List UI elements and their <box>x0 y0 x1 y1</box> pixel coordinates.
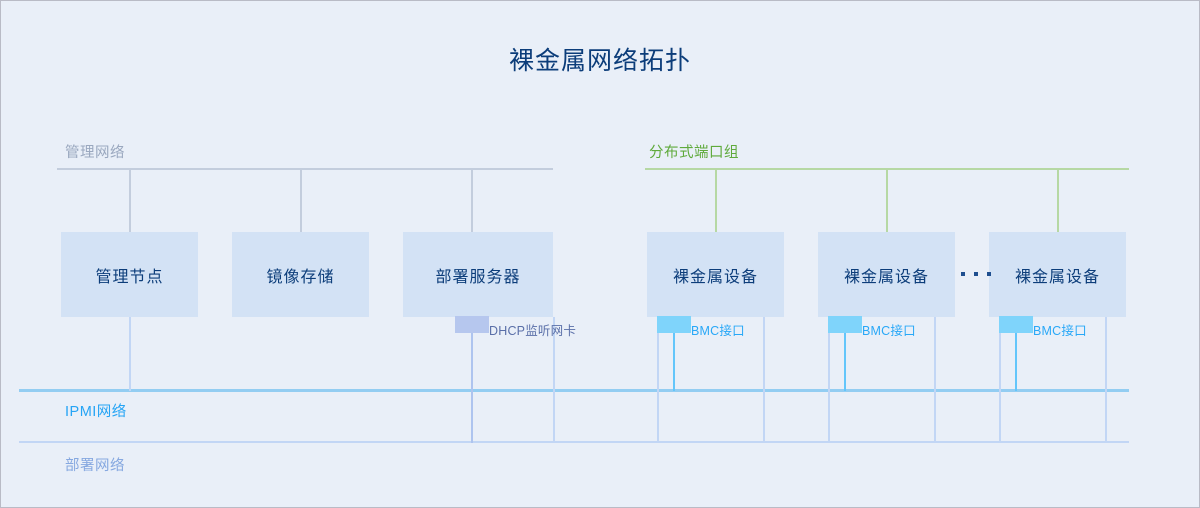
network-label-deploy: 部署网络 <box>65 458 125 474</box>
port-label-dhcp-nic: DHCP监听网卡 <box>489 324 577 338</box>
node-bare-metal-1[interactable]: 裸金属设备 <box>647 232 784 317</box>
port-label-bmc-3: BMC接口 <box>1033 324 1087 338</box>
ipmi-network-line <box>19 389 1129 392</box>
connector-bmc-3-to-ipmi <box>1015 323 1017 391</box>
node-management-node[interactable]: 管理节点 <box>61 232 198 317</box>
node-label: 裸金属设备 <box>843 268 929 286</box>
node-deploy-server[interactable]: 部署服务器 <box>403 232 553 317</box>
connector-management-bus-to-management-node <box>129 168 131 232</box>
connector-management-node-to-ipmi <box>129 317 131 391</box>
page-title: 裸金属网络拓扑 <box>508 47 691 75</box>
connector-port-group-to-bare-metal-3 <box>1057 168 1059 232</box>
network-label-ipmi: IPMI网络 <box>65 404 127 420</box>
rail-bare-metal-2-right <box>934 317 936 443</box>
zone-label-management: 管理网络 <box>65 145 125 161</box>
ellipsis-dot <box>987 272 991 276</box>
node-label: 部署服务器 <box>435 268 521 286</box>
deploy-network-line <box>19 441 1129 443</box>
connector-management-bus-to-deploy-server <box>471 168 473 232</box>
node-label: 裸金属设备 <box>672 268 758 286</box>
zone-label-distributed-port-group: 分布式端口组 <box>649 145 739 161</box>
port-chip-bmc-2[interactable] <box>828 316 862 333</box>
node-label: 管理节点 <box>95 268 164 286</box>
rail-bare-metal-1-right <box>763 317 765 443</box>
port-label-bmc-1: BMC接口 <box>691 324 745 338</box>
node-image-storage[interactable]: 镜像存储 <box>232 232 369 317</box>
node-bare-metal-2[interactable]: 裸金属设备 <box>818 232 955 317</box>
connector-deploy-server-edge-to-deploy-network <box>553 317 555 443</box>
management-bus-line <box>57 168 553 170</box>
connector-port-group-to-bare-metal-1 <box>715 168 717 232</box>
ellipsis-more-devices <box>961 272 991 276</box>
connector-port-group-to-bare-metal-2 <box>886 168 888 232</box>
rail-bare-metal-2-left <box>828 317 830 443</box>
port-chip-dhcp-nic[interactable] <box>455 316 489 333</box>
port-chip-bmc-1[interactable] <box>657 316 691 333</box>
node-bare-metal-3[interactable]: 裸金属设备 <box>989 232 1126 317</box>
connector-dhcp-nic-to-deploy-network <box>471 323 473 443</box>
connector-bmc-1-to-ipmi <box>673 323 675 391</box>
ellipsis-dot <box>974 272 978 276</box>
connector-bmc-2-to-ipmi <box>844 323 846 391</box>
rail-bare-metal-3-left <box>999 317 1001 443</box>
ellipsis-dot <box>961 272 965 276</box>
rail-bare-metal-3-right <box>1105 317 1107 443</box>
port-chip-bmc-3[interactable] <box>999 316 1033 333</box>
rail-bare-metal-1-left <box>657 317 659 443</box>
node-label: 裸金属设备 <box>1014 268 1100 286</box>
connector-management-bus-to-image-storage <box>300 168 302 232</box>
port-label-bmc-2: BMC接口 <box>862 324 916 338</box>
node-label: 镜像存储 <box>266 268 335 286</box>
